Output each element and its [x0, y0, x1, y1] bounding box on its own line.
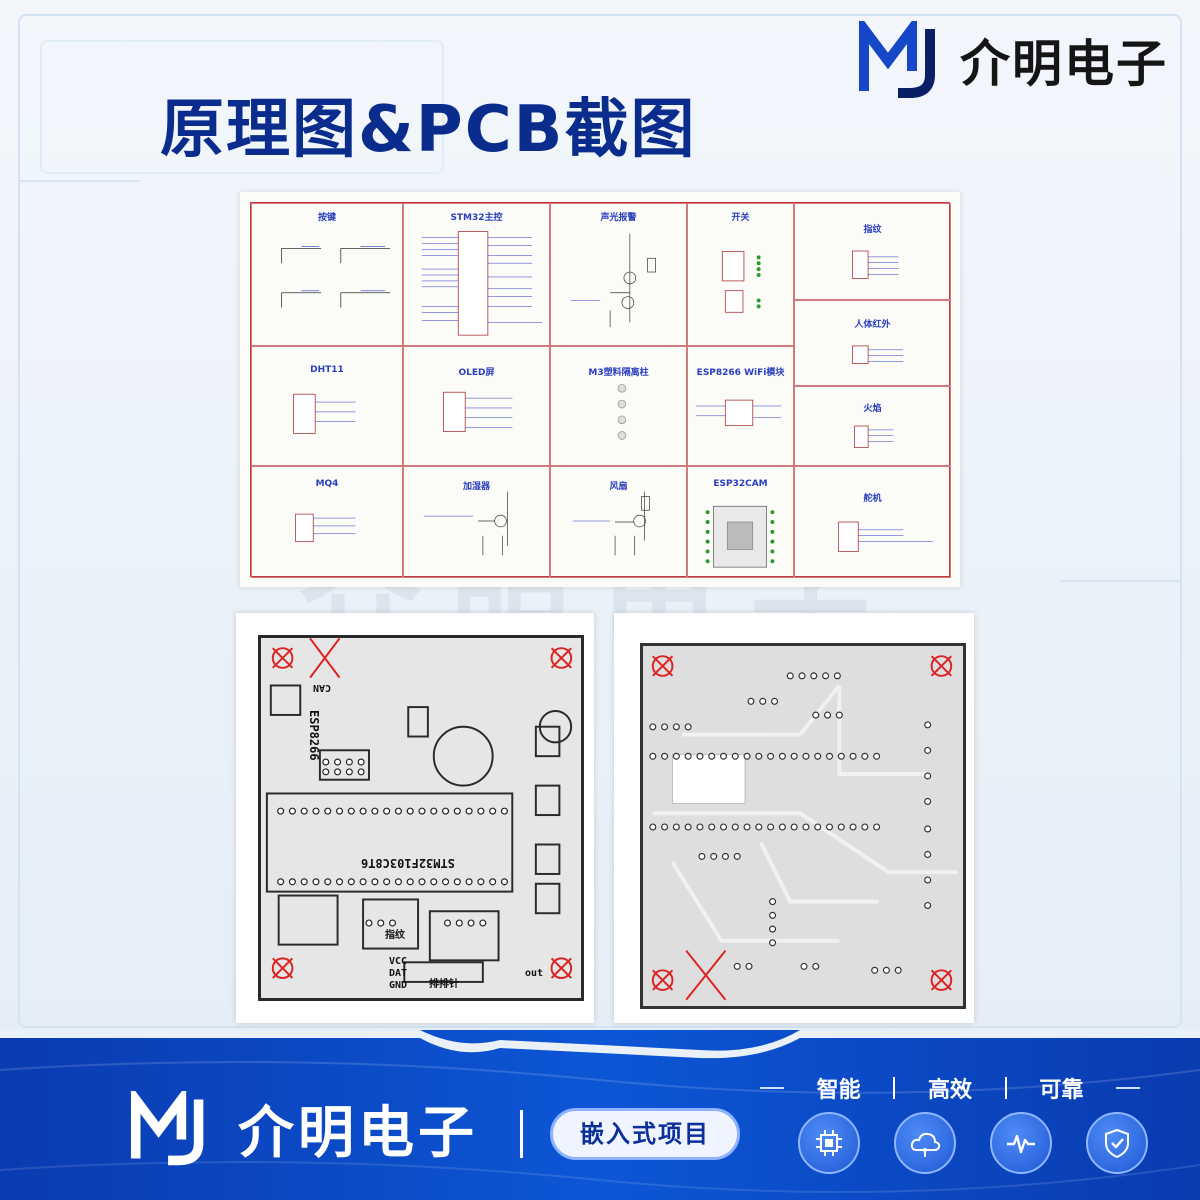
pir-circuit-graphic	[852, 345, 904, 364]
chip-icon	[798, 1112, 860, 1174]
dat-label: DAT	[389, 968, 408, 979]
decor-frame	[18, 14, 1182, 1028]
schematic-cell-alarm: 声光报警	[550, 203, 687, 346]
standoff-graphic	[617, 383, 627, 440]
cloud-icon	[894, 1112, 956, 1174]
cell-title: OLED屏	[458, 368, 495, 378]
header-label: 排排针	[429, 979, 459, 990]
schematic-cell-mq4: MQ4	[251, 466, 403, 578]
switch-circuit-graphic	[721, 251, 761, 313]
servo-circuit-graphic	[838, 521, 933, 552]
tagline-dash	[760, 1087, 784, 1089]
pcb-front-board: STM32F103C8T6 ESP8266 CAN 指纹 排排针 VCC DAT…	[258, 635, 584, 1001]
schematic-cell-fingerprint: 指纹	[794, 203, 951, 300]
fingerprint-label: 指纹	[385, 930, 405, 941]
schematic-cell-humidifier: 加湿器	[403, 466, 550, 578]
gnd-label: GND	[389, 980, 408, 991]
footer-brand-name: 介明电子	[238, 1101, 478, 1166]
schematic-cell-switch: 开关	[687, 203, 794, 346]
brand-name: 介明电子	[960, 35, 1168, 93]
tagline-dash	[1115, 1087, 1140, 1089]
cell-title: 按键	[317, 213, 336, 223]
back-pins-row2	[649, 823, 881, 831]
schematic-cell-oled: OLED屏	[403, 346, 550, 466]
keys-circuit-graphic	[281, 246, 391, 308]
tagline: 智能 高效 可靠	[760, 1072, 1140, 1104]
feature-icons	[798, 1112, 1148, 1174]
decor-circuit-line	[20, 180, 140, 182]
schematic-cell-esp32cam: ESP32CAM	[687, 466, 794, 578]
cell-title: 人体红外	[854, 320, 891, 330]
mcu-label: STM32F103C8T6	[361, 856, 455, 870]
tagline-item: 高效	[927, 1078, 972, 1103]
cell-title: M3塑料隔离柱	[588, 368, 649, 378]
can-label: CAN	[313, 682, 332, 693]
pulse-icon	[990, 1112, 1052, 1174]
tagline-separator	[1004, 1077, 1007, 1099]
footer-divider	[520, 1110, 523, 1158]
flame-circuit-graphic	[854, 425, 894, 448]
category-pill: 嵌入式项目	[550, 1108, 740, 1160]
schematic-border: 按键 STM32主控 声光报警	[250, 202, 951, 578]
vcc-label: VCC	[389, 956, 408, 967]
humidifier-circuit-graphic	[423, 491, 508, 556]
cell-title: ESP8266 WiFi模块	[696, 368, 785, 378]
schematic-cell-esp8266: ESP8266 WiFi模块	[687, 346, 794, 466]
cell-title: 指纹	[863, 225, 882, 235]
cell-title: STM32主控	[450, 213, 503, 223]
tagline-item: 可靠	[1039, 1078, 1084, 1103]
wifi-label: ESP8266	[307, 710, 321, 761]
cell-title: 火焰	[863, 404, 882, 414]
schematic-cell-servo: 舵机	[794, 466, 951, 578]
decor-frame-inner	[40, 40, 444, 174]
brand-mark-white-icon	[130, 1090, 204, 1165]
tagline-separator	[893, 1077, 896, 1099]
cell-title: 开关	[731, 213, 750, 223]
schematic-cell-dht11: DHT11	[251, 346, 403, 466]
back-pins-row1	[649, 752, 881, 760]
tagline-item: 智能	[816, 1078, 861, 1103]
pcb-front-graphic	[265, 638, 573, 983]
cell-title: 风扇	[609, 482, 628, 492]
fingerprint-circuit-graphic	[852, 250, 899, 279]
fan-circuit-graphic	[572, 491, 650, 556]
alarm-circuit-graphic	[570, 233, 656, 328]
brand-logo-top: 介明电子	[858, 20, 1188, 100]
pcb-back-panel	[614, 613, 974, 1023]
mcu-pins-top	[277, 807, 508, 815]
out-label: out	[525, 968, 544, 979]
cell-title: 声光报警	[600, 213, 637, 223]
cell-title: DHT11	[310, 365, 344, 375]
esp8266-circuit-graphic	[695, 399, 782, 427]
schematic-sheet: 按键 STM32主控 声光报警	[240, 192, 960, 587]
schematic-cell-flame: 火焰	[794, 386, 951, 466]
brand-logo-bottom: 介明电子	[130, 1088, 478, 1169]
cell-title: 加湿器	[462, 482, 490, 492]
schematic-cell-keys: 按键	[251, 203, 403, 346]
stm32-circuit-graphic	[421, 231, 543, 336]
pcb-front-panel: STM32F103C8T6 ESP8266 CAN 指纹 排排针 VCC DAT…	[236, 613, 594, 1023]
brand-mark-icon	[859, 21, 935, 98]
cell-title: MQ4	[315, 479, 339, 489]
dht11-circuit-graphic	[293, 393, 356, 434]
oled-circuit-graphic	[443, 391, 513, 432]
shield-icon	[1086, 1112, 1148, 1174]
schematic-cell-standoff: M3塑料隔离柱	[550, 346, 687, 466]
schematic-cell-fan: 风扇	[550, 466, 687, 578]
esp32cam-graphic	[705, 505, 775, 568]
cell-title: ESP32CAM	[713, 479, 768, 489]
schematic-cell-stm32: STM32主控	[403, 203, 550, 346]
cell-title: 舵机	[863, 494, 882, 504]
page-title: 原理图&PCB截图	[160, 93, 697, 167]
mq4-circuit-graphic	[295, 513, 356, 543]
schematic-cell-pir: 人体红外	[794, 300, 951, 386]
decor-circuit-line	[1060, 580, 1180, 582]
pcb-back-board	[640, 643, 966, 1009]
mcu-pins-bottom	[277, 878, 508, 886]
pcb-back-graphic	[649, 655, 958, 1001]
